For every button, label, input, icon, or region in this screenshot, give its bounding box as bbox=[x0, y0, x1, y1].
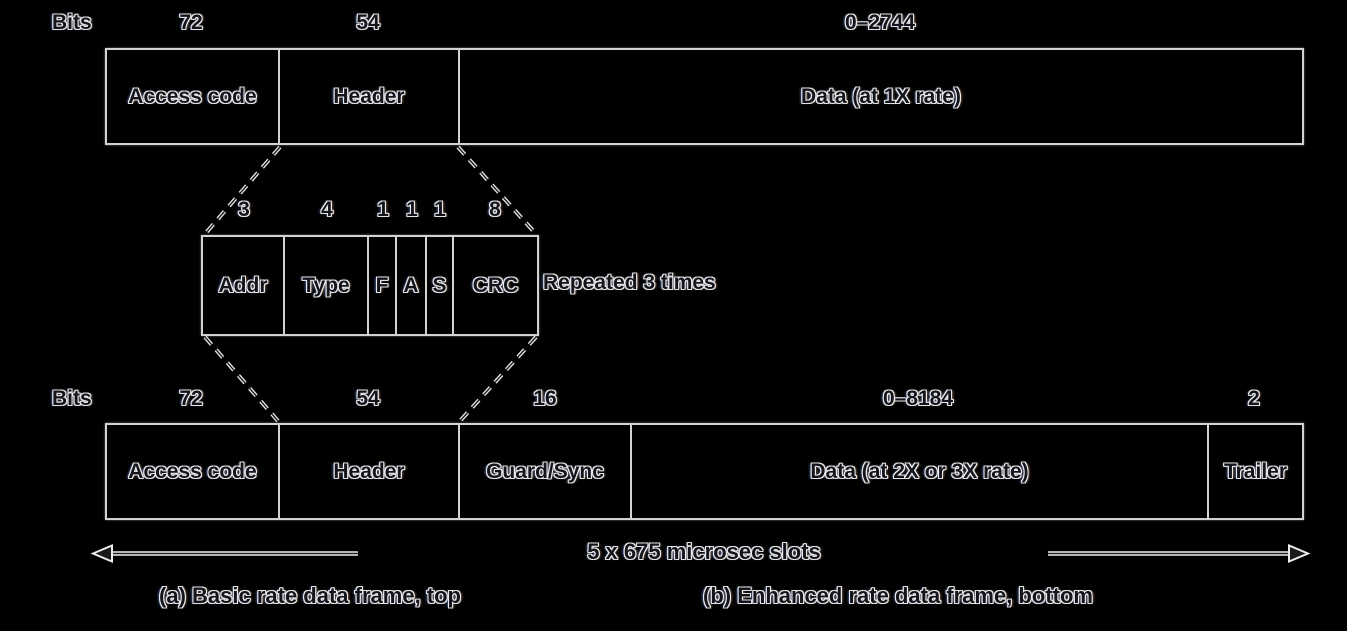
bit-count-access-code-bottom: 72 bbox=[179, 387, 203, 410]
field-label: Access code bbox=[128, 459, 257, 483]
slot-arrow-left-icon bbox=[90, 543, 358, 564]
bits-label-bottom: Bits bbox=[52, 387, 92, 410]
field-data-bottom: Data (at 2X or 3X rate) bbox=[632, 425, 1209, 518]
caption-basic-rate: (a) Basic rate data frame, top bbox=[159, 583, 461, 608]
bit-count-addr: 3 bbox=[238, 198, 250, 221]
field-s: S bbox=[427, 237, 454, 334]
caption-enhanced-rate: (b) Enhanced rate data frame, bottom bbox=[703, 583, 1093, 608]
field-label: Data (at 2X or 3X rate) bbox=[810, 459, 1029, 483]
slot-arrow-right-icon bbox=[1048, 543, 1311, 564]
bit-count-crc: 8 bbox=[489, 198, 501, 221]
bit-count-data-top: 0–2744 bbox=[844, 11, 916, 34]
field-guard-sync: Guard/Sync bbox=[460, 425, 632, 518]
dashed-connector-top-left bbox=[203, 145, 282, 236]
dashed-connector-bottom-right bbox=[458, 335, 538, 423]
field-label: CRC bbox=[472, 273, 519, 297]
field-crc: CRC bbox=[454, 237, 537, 334]
bit-count-header-bottom: 54 bbox=[356, 387, 380, 410]
bit-count-a: 1 bbox=[406, 198, 418, 221]
field-label: Addr bbox=[218, 273, 268, 297]
field-label: Trailer bbox=[1223, 459, 1288, 483]
bit-count-type: 4 bbox=[321, 198, 333, 221]
bit-count-access-code-top: 72 bbox=[179, 11, 203, 34]
bit-count-s: 1 bbox=[434, 198, 446, 221]
field-label: F bbox=[375, 273, 389, 297]
field-header-bottom: Header bbox=[280, 425, 460, 518]
enhanced-rate-frame: Access code Header Guard/Sync Data (at 2… bbox=[105, 423, 1304, 520]
basic-rate-frame: Access code Header Data (at 1X rate) bbox=[105, 48, 1304, 145]
bit-count-f: 1 bbox=[377, 198, 389, 221]
header-expansion-frame: Addr Type F A S CRC bbox=[201, 235, 539, 336]
field-addr: Addr bbox=[203, 237, 285, 334]
repeated-note: Repeated 3 times bbox=[543, 271, 716, 294]
slot-duration-label: 5 x 675 microsec slots bbox=[587, 539, 821, 564]
bit-count-guard-sync: 16 bbox=[533, 387, 557, 410]
dashed-connector-top-right bbox=[456, 145, 538, 236]
field-label: S bbox=[432, 273, 447, 297]
field-access-code-bottom: Access code bbox=[107, 425, 280, 518]
field-label: Guard/Sync bbox=[486, 459, 604, 483]
field-label: A bbox=[403, 273, 419, 297]
bit-count-trailer: 2 bbox=[1248, 387, 1260, 410]
field-type: Type bbox=[285, 237, 369, 334]
bit-count-data-bottom: 0–8184 bbox=[882, 387, 954, 410]
field-access-code-top: Access code bbox=[107, 50, 280, 143]
field-label: Type bbox=[302, 273, 350, 297]
field-label: Access code bbox=[128, 84, 257, 108]
field-label: Header bbox=[333, 84, 405, 108]
field-f: F bbox=[369, 237, 397, 334]
dashed-connector-bottom-left bbox=[203, 335, 280, 423]
bits-label-top: Bits bbox=[52, 11, 92, 34]
field-trailer: Trailer bbox=[1209, 425, 1302, 518]
field-header-top: Header bbox=[280, 50, 460, 143]
field-label: Data (at 1X rate) bbox=[801, 84, 961, 108]
field-data-top: Data (at 1X rate) bbox=[460, 50, 1302, 143]
field-label: Header bbox=[333, 459, 405, 483]
field-a: A bbox=[397, 237, 427, 334]
bit-count-header-top: 54 bbox=[356, 11, 380, 34]
